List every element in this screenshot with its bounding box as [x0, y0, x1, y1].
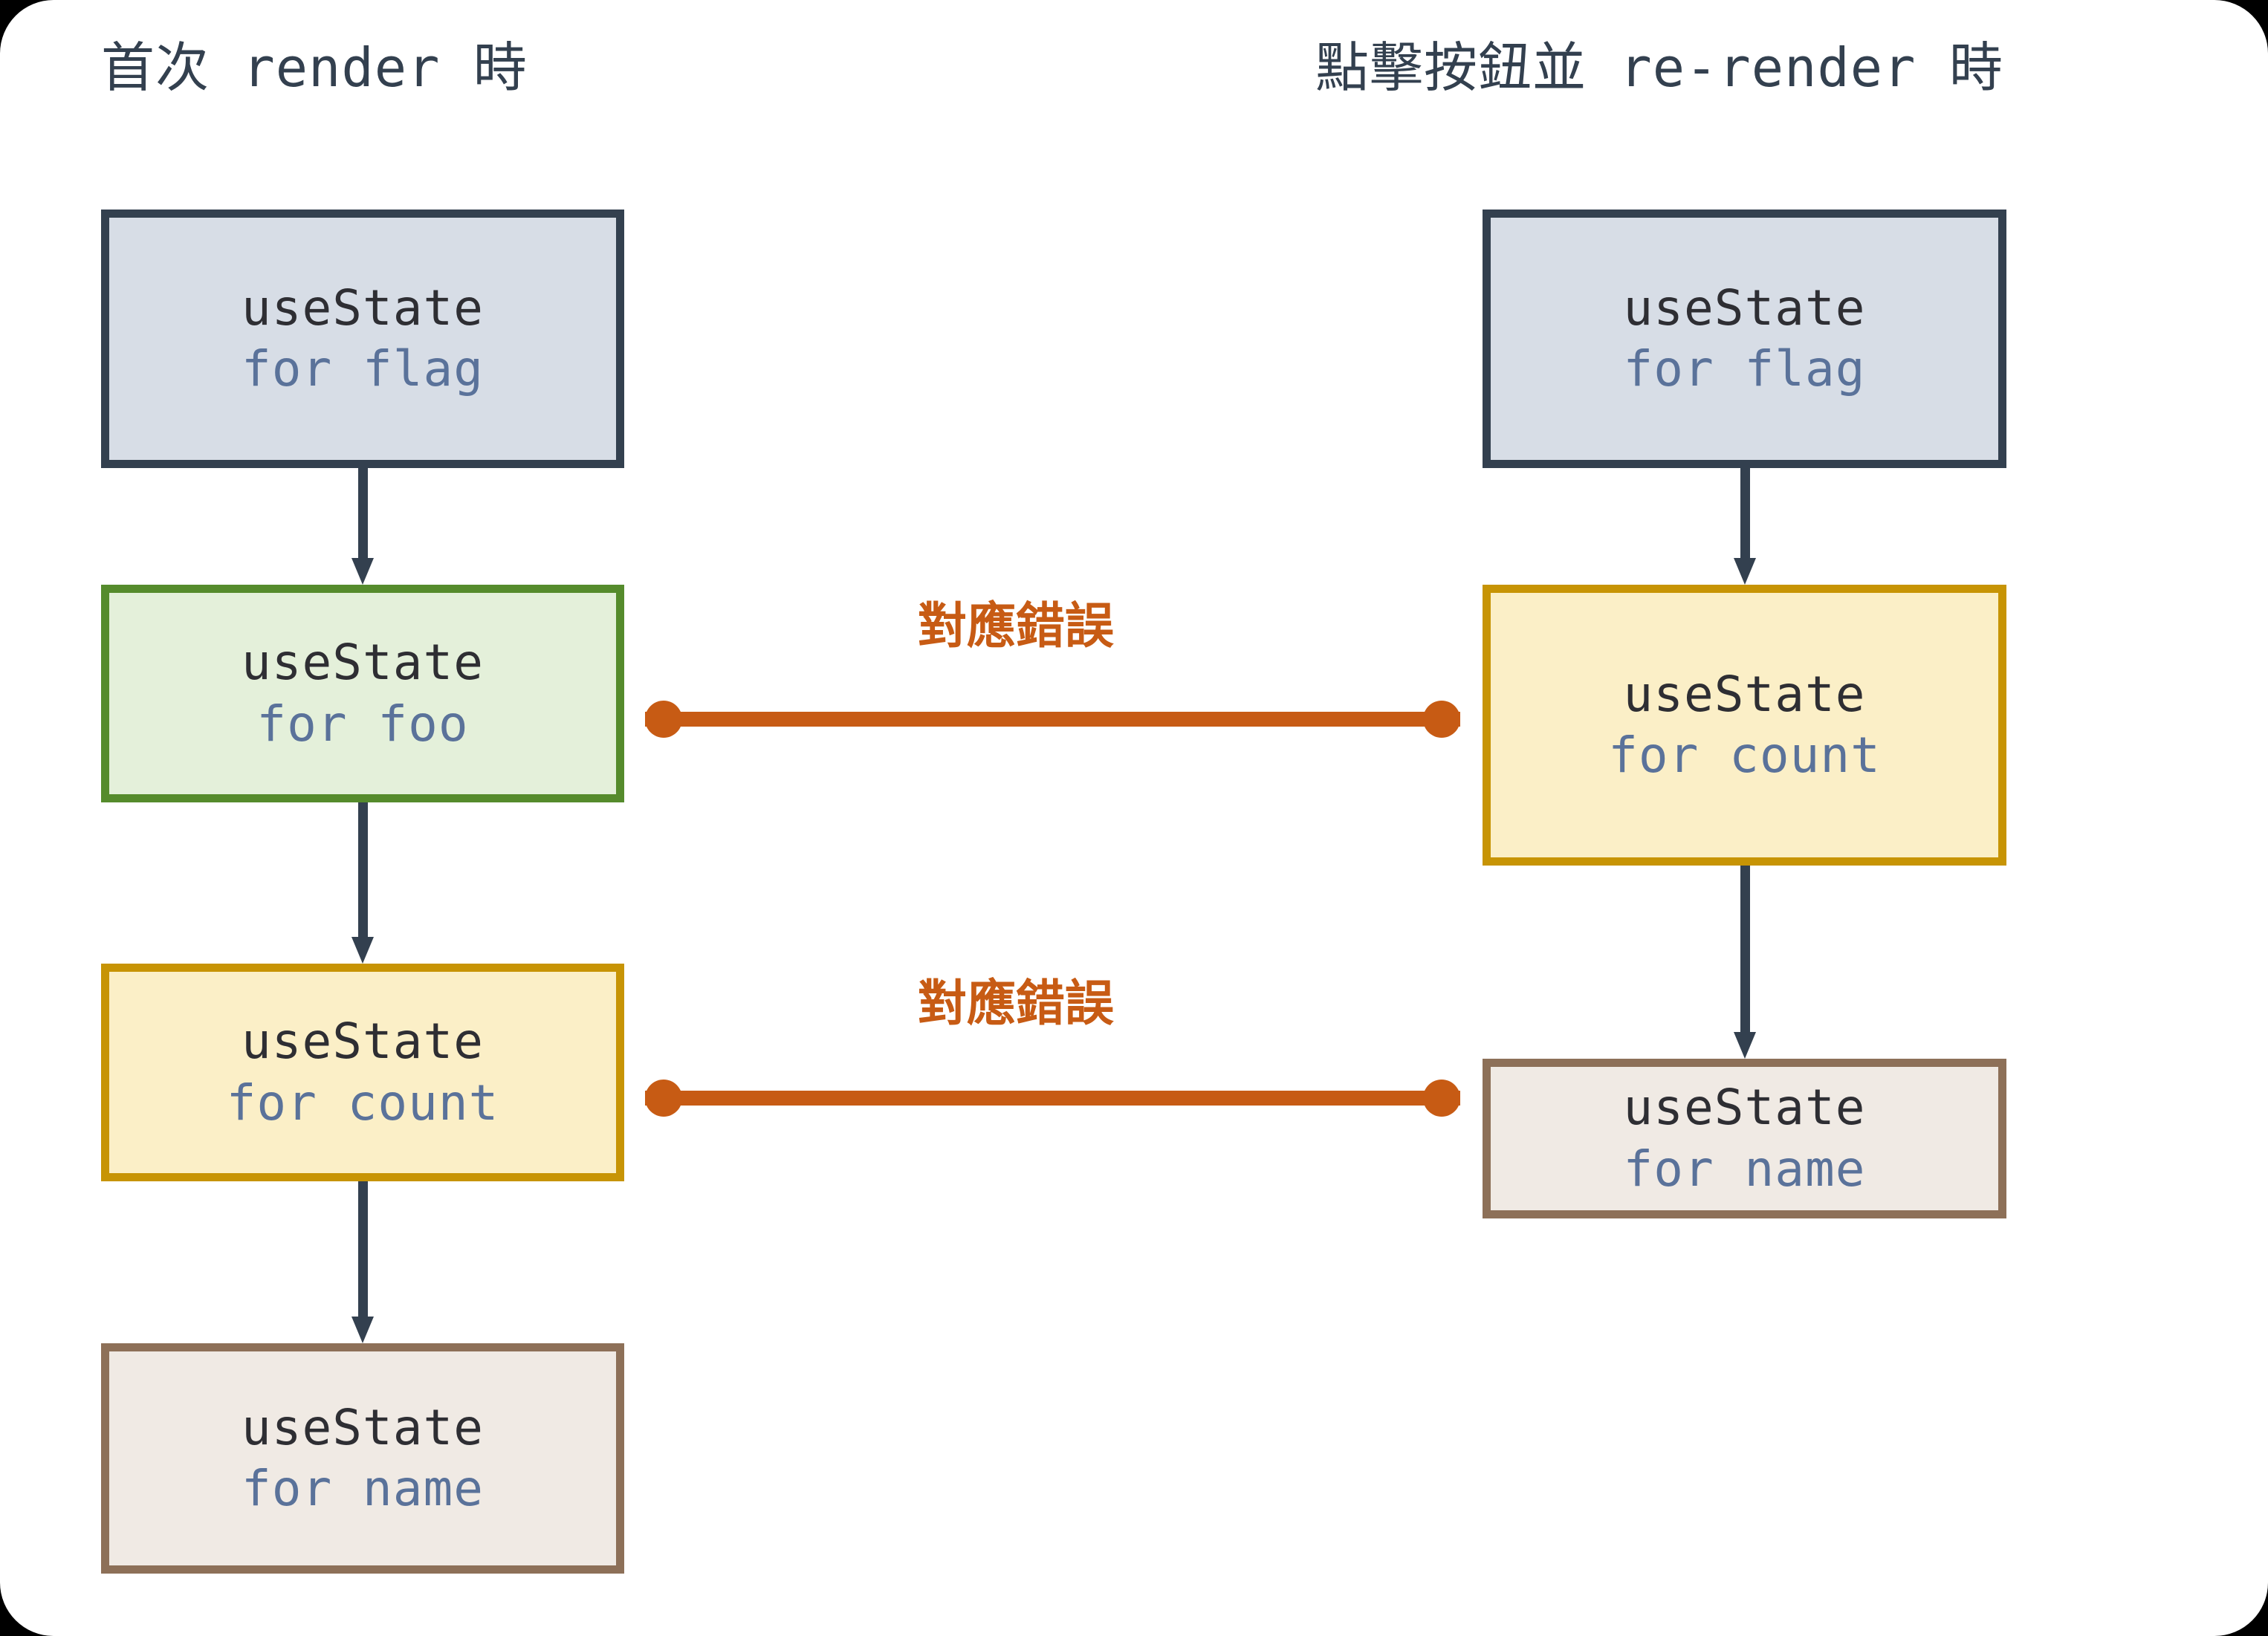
connector-dot-right: [1423, 701, 1460, 738]
hook-name-label: useState: [1623, 665, 1866, 723]
hook-name-label: useState: [242, 634, 484, 691]
right-column-title: 點擊按鈕並 re-render 時: [1315, 36, 2003, 99]
hook-target-label: for foo: [256, 695, 469, 753]
right-state-box-count[interactable]: useState for count: [1483, 585, 2006, 866]
left-state-box-flag[interactable]: useState for flag: [101, 210, 624, 468]
hook-target-label: for count: [1608, 727, 1881, 784]
hook-name-label: useState: [242, 279, 484, 337]
mismatch-label-foo-count: 對應錯誤: [918, 597, 1114, 655]
mismatch-label-count-name: 對應錯誤: [918, 975, 1114, 1032]
connector-bar: [645, 1091, 1460, 1106]
arrow-left-count-to-name: [340, 1181, 385, 1343]
hook-name-label: useState: [1623, 1079, 1866, 1136]
arrow-right-count-to-name: [1723, 866, 1767, 1059]
connector-dot-left: [645, 701, 682, 738]
connector-dot-left: [645, 1080, 682, 1117]
hook-target-label: for flag: [242, 340, 484, 397]
mismatch-connector-foo-count[interactable]: [645, 701, 1460, 738]
left-state-box-foo[interactable]: useState for foo: [101, 585, 624, 802]
arrow-right-flag-to-count: [1723, 468, 1767, 585]
hook-target-label: for name: [1623, 1140, 1866, 1198]
hook-target-label: for name: [242, 1460, 484, 1517]
mismatch-connector-count-name[interactable]: [645, 1080, 1460, 1117]
left-state-box-name[interactable]: useState for name: [101, 1343, 624, 1574]
hook-target-label: for count: [226, 1074, 499, 1132]
connector-dot-right: [1423, 1080, 1460, 1117]
right-state-box-flag[interactable]: useState for flag: [1483, 210, 2006, 468]
arrow-left-foo-to-count: [340, 802, 385, 964]
arrow-left-flag-to-foo: [340, 468, 385, 585]
hook-name-label: useState: [242, 1398, 484, 1456]
hook-name-label: useState: [1623, 279, 1866, 337]
left-state-box-count[interactable]: useState for count: [101, 964, 624, 1181]
connector-bar: [645, 712, 1460, 727]
right-state-box-name[interactable]: useState for name: [1483, 1059, 2006, 1218]
left-column-title: 首次 render 時: [101, 36, 528, 99]
hook-name-label: useState: [242, 1013, 484, 1070]
hook-target-label: for flag: [1623, 340, 1866, 397]
